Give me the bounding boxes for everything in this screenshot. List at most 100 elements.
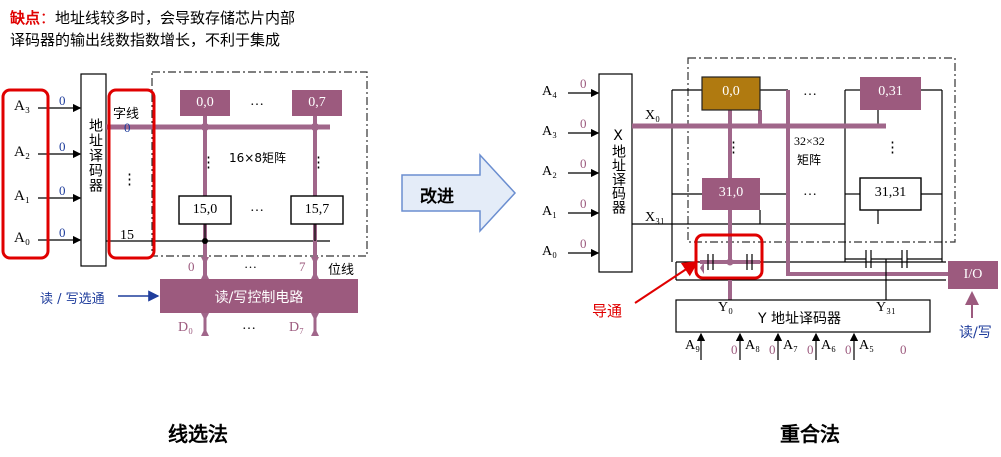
io-route-line xyxy=(786,256,950,276)
left-bit-dots: … xyxy=(244,256,257,271)
right-input-a3: A₃ xyxy=(542,124,557,139)
left-dots-col-7: ⋮ xyxy=(311,155,326,171)
x-decoder-box xyxy=(598,73,633,273)
word-line-label: 字线 xyxy=(113,107,140,122)
word-line-last: 15 xyxy=(120,228,134,243)
right-cell-label-0-0: 0,0 xyxy=(722,84,740,99)
y-decoder-label: Y 地址译码器 xyxy=(758,311,842,327)
data-last: D₇ xyxy=(289,320,304,335)
right-input-val-2: 0 xyxy=(580,156,587,171)
word-line-first: 0 xyxy=(124,120,131,135)
improve-label: 改进 xyxy=(420,187,454,207)
bit-line-label: 位线 xyxy=(328,263,355,278)
x31-label: X₃₁ xyxy=(645,210,665,225)
right-input-val-3: 0 xyxy=(580,116,587,131)
left-input-a0: A₀ xyxy=(14,230,31,246)
y-input-val-9: 0 xyxy=(731,342,738,357)
right-input-a0: A₀ xyxy=(542,244,557,259)
right-cell-0-0 xyxy=(701,76,761,111)
rw-label: 读/写 xyxy=(959,325,992,341)
left-cell-0-7 xyxy=(292,90,342,116)
left-rw-circuit-box xyxy=(160,279,358,313)
y-input-a9: A₉ xyxy=(685,338,700,353)
right-dots-col-31: ⋮ xyxy=(885,140,900,156)
right-input-val-0: 0 xyxy=(580,236,587,251)
left-decoder-label: 地址译码器 xyxy=(87,118,103,193)
y-input-val-5: 0 xyxy=(900,342,907,357)
note-label: 缺点 xyxy=(10,9,41,27)
data-dots: … xyxy=(242,318,256,333)
y-input-a8: A₈ xyxy=(745,338,760,353)
x0-label: X₀ xyxy=(645,108,660,123)
right-input-a2: A₂ xyxy=(542,164,557,179)
left-dots-col-0: ⋮ xyxy=(201,155,216,171)
left-input-val-2: 0 xyxy=(59,139,66,154)
left-cell-label-0-0: 0,0 xyxy=(196,95,214,110)
right-address-lines xyxy=(568,88,600,258)
left-caption: 线选法 xyxy=(168,422,228,446)
left-input-val-3: 0 xyxy=(59,93,66,108)
right-cell-label-0-31: 0,31 xyxy=(878,84,903,99)
left-address-lines xyxy=(38,103,82,245)
left-address-highlight xyxy=(1,88,50,260)
right-matrix-border xyxy=(687,57,956,243)
data-first: D₀ xyxy=(178,320,193,335)
left-input-a2: A₂ xyxy=(14,144,31,160)
y-input-val-8: 0 xyxy=(769,342,776,357)
note-line-1: 缺点：地址线较多时，会导致存储芯片内部 xyxy=(10,9,296,27)
y-input-a6: A₆ xyxy=(821,338,836,353)
left-dots-top: … xyxy=(250,94,264,109)
left-matrix-border xyxy=(151,71,368,257)
left-cell-15-7 xyxy=(290,195,344,225)
left-wordline-highlight xyxy=(107,88,156,260)
left-decoder-box xyxy=(80,73,107,267)
rw-select-label: 读 / 写选通 xyxy=(40,292,105,307)
right-cell-label-31-0: 31,0 xyxy=(718,185,744,200)
conduct-arrow xyxy=(634,260,699,304)
left-cell-label-0-7: 0,7 xyxy=(308,95,326,110)
rail-switches xyxy=(707,250,942,300)
right-dots-col-0: ⋮ xyxy=(726,140,741,156)
right-cell-31-0 xyxy=(702,178,760,210)
right-input-val-4: 0 xyxy=(580,76,587,91)
left-bit-last: 7 xyxy=(299,259,306,274)
right-cell-label-31-31: 31,31 xyxy=(874,185,907,200)
left-cell-15-0 xyxy=(178,195,232,225)
note-text-1: 地址线较多时，会导致存储芯片内部 xyxy=(55,9,296,27)
left-matrix-label: 16×8矩阵 xyxy=(229,151,286,165)
right-caption: 重合法 xyxy=(780,422,840,446)
right-dots-bottom: … xyxy=(803,184,817,199)
left-input-a1: A₁ xyxy=(14,188,31,204)
y-input-val-7: 0 xyxy=(807,342,814,357)
improve-arrow xyxy=(401,153,517,233)
left-cell-label-15-7: 15,7 xyxy=(304,202,330,217)
conduct-highlight xyxy=(694,233,764,280)
y-input-a5: A₅ xyxy=(859,338,874,353)
left-dots-bottom: … xyxy=(250,200,264,215)
right-cell-0-31 xyxy=(860,77,921,110)
right-matrix-label-2: 矩阵 xyxy=(797,153,822,167)
y0-label: Y₀ xyxy=(718,300,733,315)
right-matrix-label-1: 32×32 xyxy=(794,134,825,148)
io-box xyxy=(948,261,998,289)
right-input-a4: A₄ xyxy=(542,84,557,99)
left-cell-label-15-0: 15,0 xyxy=(192,202,218,217)
left-cell-0-0 xyxy=(180,90,230,116)
x-decoder-label: X地址译码器 xyxy=(610,128,626,214)
note-text-2: 译码器的输出线数指数增长，不利于集成 xyxy=(10,31,281,49)
conduct-label: 导通 xyxy=(592,302,623,320)
left-input-val-0: 0 xyxy=(59,225,66,240)
left-input-val-1: 0 xyxy=(59,183,66,198)
right-cell-31-31 xyxy=(859,177,922,211)
left-bit-first: 0 xyxy=(188,259,195,274)
y-input-val-6: 0 xyxy=(845,342,852,357)
io-label: I/O xyxy=(963,267,983,282)
y-input-a7: A₇ xyxy=(783,338,798,353)
rw-circuit-label: 读/写控制电路 xyxy=(214,290,304,306)
y-address-lines xyxy=(696,332,859,360)
y31-label: Y₃₁ xyxy=(876,300,896,315)
right-input-a1: A₁ xyxy=(542,204,557,219)
word-line-dots: ⋮ xyxy=(122,172,137,188)
left-input-a3: A₃ xyxy=(14,98,31,114)
